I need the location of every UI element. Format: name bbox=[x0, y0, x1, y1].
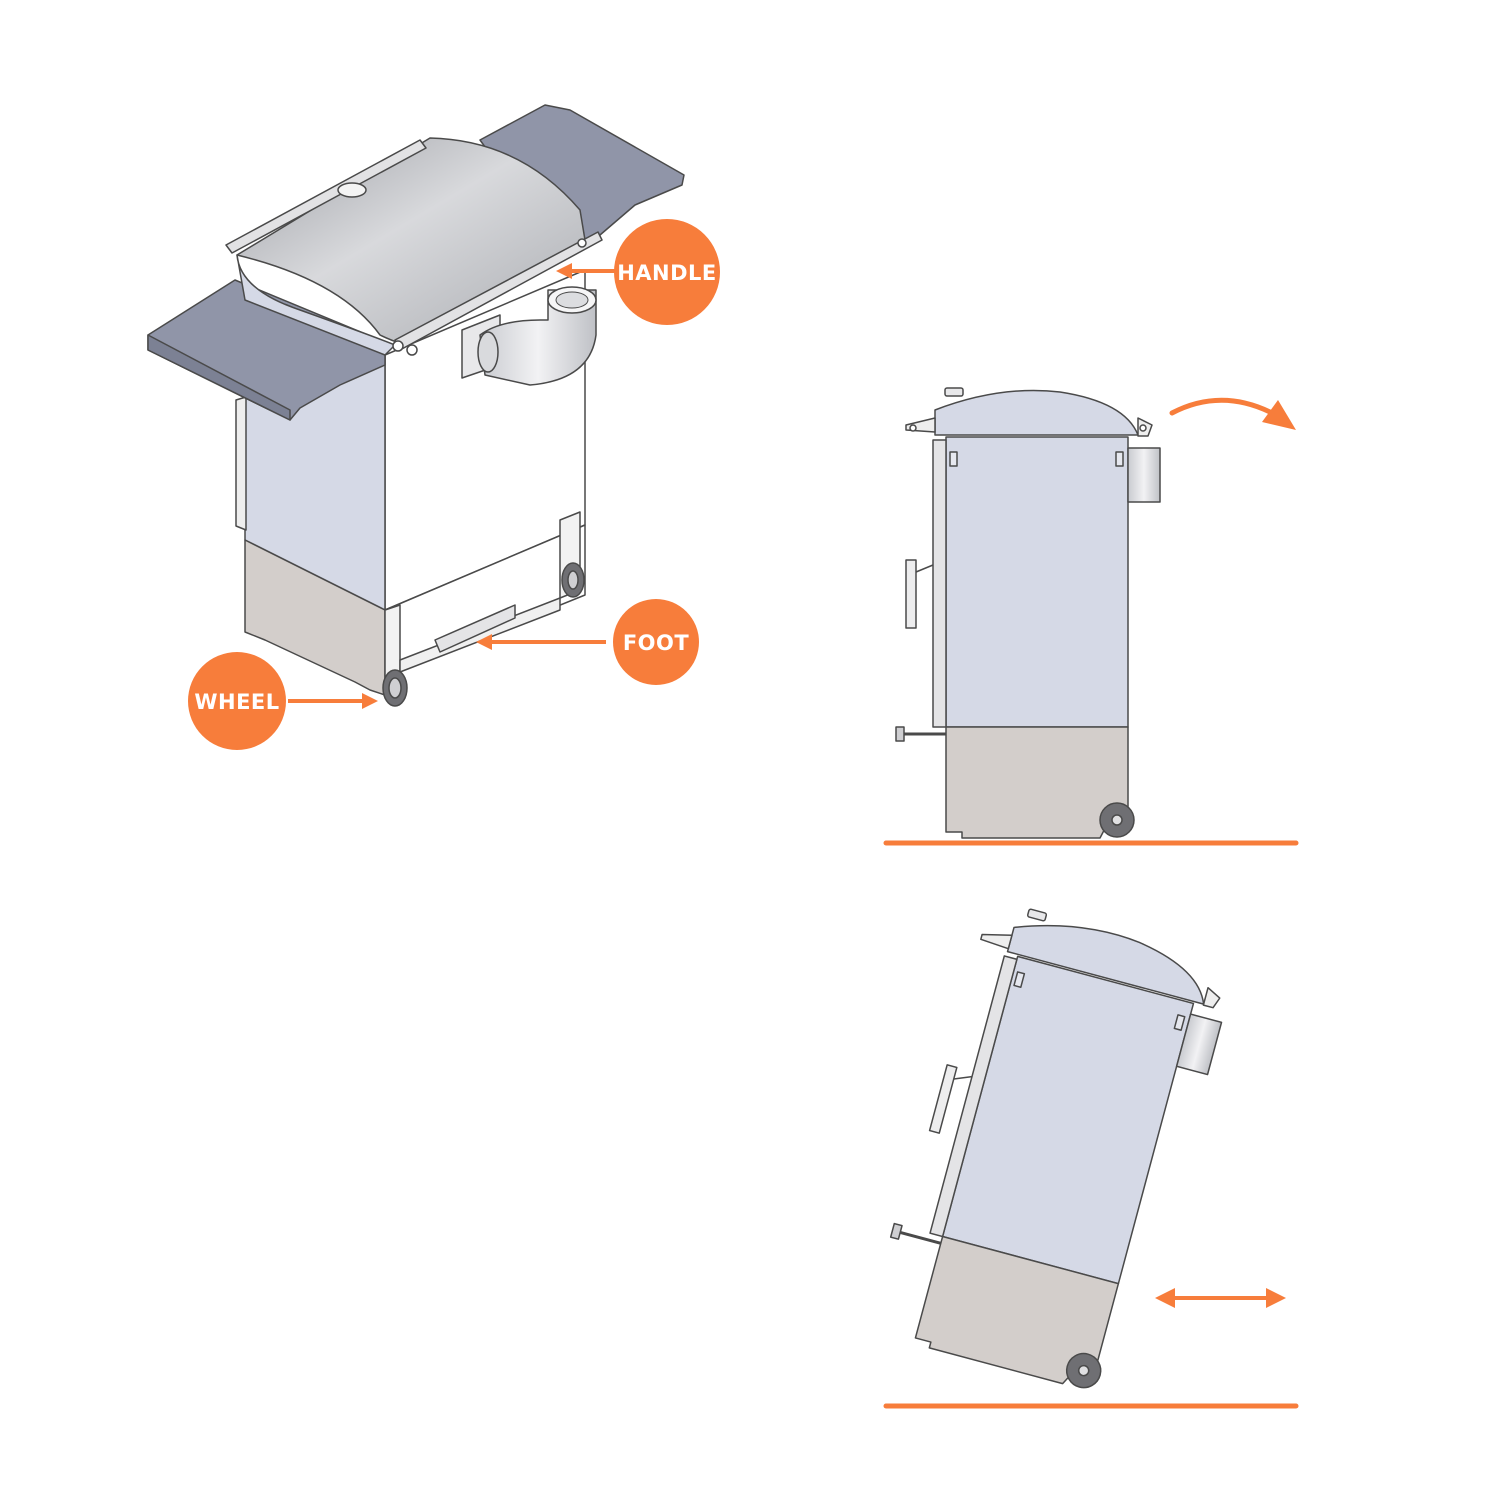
lid-handle-bar bbox=[225, 139, 603, 356]
handle-label: HANDLE bbox=[617, 261, 717, 285]
side-view-tilted bbox=[889, 908, 1223, 1389]
tilted-base bbox=[914, 1235, 1120, 1385]
upright-base bbox=[945, 726, 1129, 839]
wheel-rear bbox=[561, 562, 585, 598]
wheel-front bbox=[382, 669, 408, 707]
callout-foot: FOOT bbox=[476, 599, 699, 685]
lid-end-cap bbox=[236, 254, 396, 356]
double-headed-arrow-icon bbox=[1155, 1288, 1286, 1308]
foot-plate bbox=[434, 604, 516, 653]
foot-label: FOOT bbox=[623, 631, 690, 655]
side-door-rail bbox=[235, 396, 247, 531]
vent-pipe bbox=[461, 286, 597, 386]
isometric-grill bbox=[147, 104, 685, 707]
upright-door-handle bbox=[905, 559, 917, 629]
tilted-door-handle bbox=[928, 1064, 958, 1134]
tilted-vent-pipe bbox=[1175, 1013, 1223, 1076]
callout-handle: HANDLE bbox=[556, 219, 720, 325]
tilted-lid bbox=[1006, 924, 1205, 1005]
curved-arrow-icon bbox=[1169, 397, 1296, 430]
tilted-body bbox=[941, 955, 1195, 1285]
upright-lid bbox=[934, 389, 1139, 436]
side-view-upright bbox=[895, 387, 1161, 839]
wheel-label: WHEEL bbox=[194, 690, 279, 714]
lid-knob bbox=[337, 182, 367, 198]
left-shelf-edge bbox=[147, 334, 291, 421]
callout-wheel: WHEEL bbox=[188, 652, 378, 750]
upright-vent-pipe bbox=[1127, 447, 1161, 503]
upright-body bbox=[945, 436, 1129, 728]
